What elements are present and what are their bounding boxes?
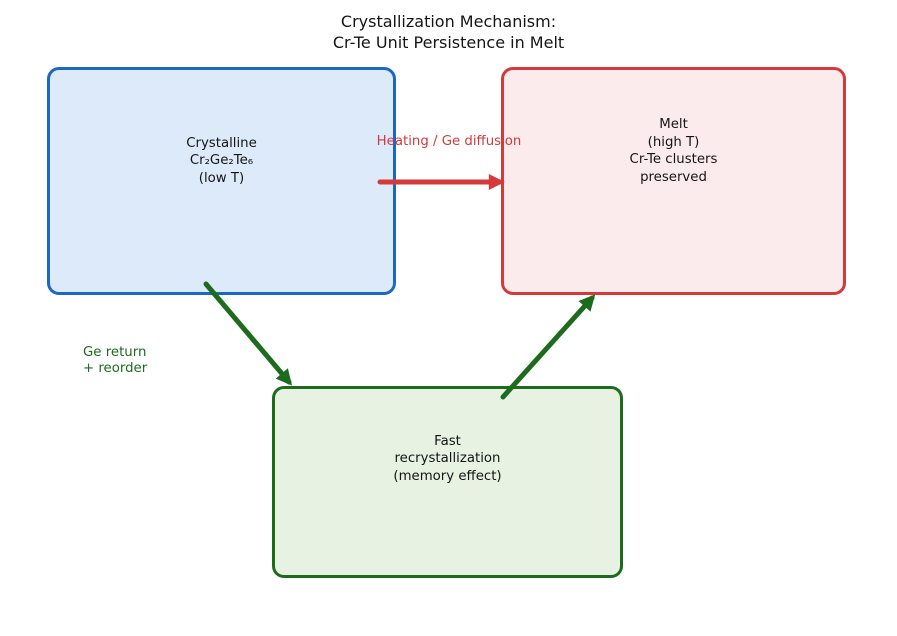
melt-box: Melt (high T) Cr-Te clusters preserved [501, 67, 846, 295]
heating-arrow-label: Heating / Ge diffusion [376, 134, 522, 149]
melt-box-label: Melt (high T) Cr-Te clusters preserved [629, 117, 718, 185]
ge-return-label: Ge return + reorder [83, 345, 148, 376]
recrystallization-box: Fast recrystallization (memory effect) [272, 386, 623, 578]
crystalline-box-label: Crystalline Cr₂Ge₂Te₆ (low T) [186, 135, 257, 186]
melt-to-recrystallization-arrow [203, 281, 293, 386]
recrystallization-to-melt-arrow [500, 294, 596, 400]
diagram-title: Crystallization Mechanism: Cr-Te Unit Pe… [332, 12, 565, 52]
crystalline-box: Crystalline Cr₂Ge₂Te₆ (low T) [47, 67, 396, 295]
recrystallization-box-label: Fast recrystallization (memory effect) [393, 433, 502, 484]
